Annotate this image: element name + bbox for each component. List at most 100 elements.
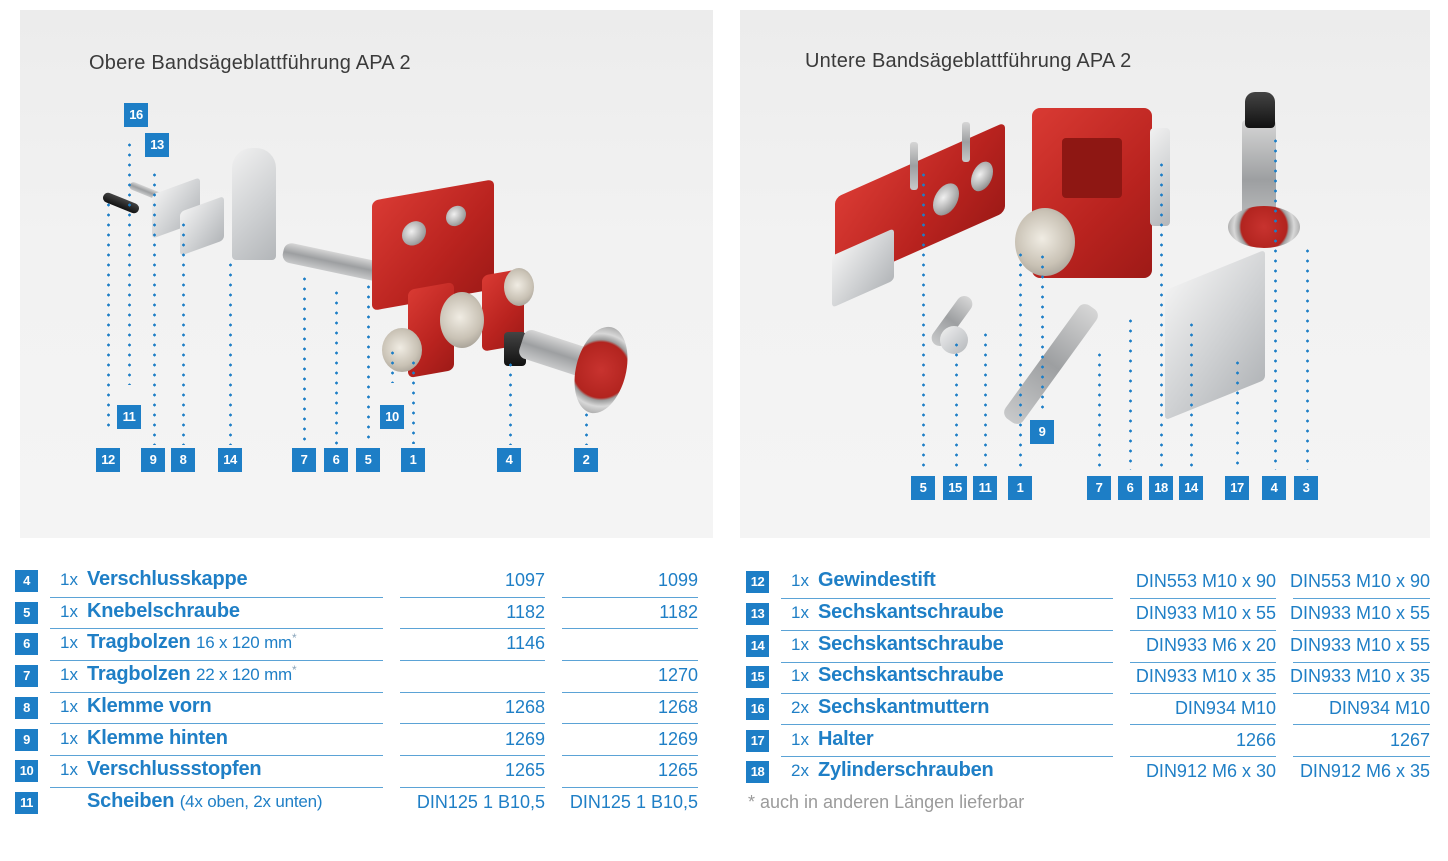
rear-roller-shape [504,268,534,306]
row-divider [1293,724,1430,725]
callout-tag-1: 1 [401,448,425,472]
part-code-lower: 1267 [1389,730,1430,750]
part-number-badge: 4 [15,570,38,592]
leader-line-9-lower [1041,252,1044,414]
wing-screw-1-shape [910,142,918,190]
part-code-upper: 1269 [504,729,545,749]
row-divider [781,630,1113,631]
leader-line-2 [585,410,588,445]
part-code-upper: 1146 [506,633,545,653]
row-divider [1130,724,1276,725]
leader-line-17-lower [1236,358,1239,470]
part-code-lower: 1182 [659,602,698,622]
wing-screw-2-shape [962,122,970,162]
part-number-badge: 9 [15,729,38,751]
black-knob-shape [1245,92,1275,128]
part-number-badge: 17 [746,730,769,752]
row-divider [400,787,545,788]
part-quantity: 1x [791,571,809,590]
part-quantity: 2x [791,698,809,717]
row-divider [1130,598,1276,599]
row-divider [400,723,545,724]
part-quantity: 1x [791,603,809,622]
row-divider [50,628,383,629]
row-divider [781,662,1113,663]
row-divider [50,787,383,788]
part-number-badge: 5 [15,602,38,624]
row-divider [781,598,1113,599]
leader-line-11-lower [984,330,987,470]
holder-arm-shape [232,148,276,260]
part-name: Klemme vorn [87,695,212,717]
part-name: Sechskantschraube [818,601,1004,623]
hex-head-shape [940,326,968,354]
callout-tag-14: 14 [218,448,242,472]
callout-tag-6: 6 [324,448,348,472]
leader-line-12 [107,200,110,430]
part-quantity: 1x [60,633,78,652]
leader-line-4-lower [1274,136,1277,470]
leader-line-3-lower [1306,246,1309,470]
part-quantity: 1x [60,602,78,621]
callout-tag-10: 10 [380,405,404,429]
part-code-lower: 1270 [657,665,698,685]
part-code-lower: DIN933 M10 x 55 [1290,635,1431,655]
part-number-badge: 11 [15,792,38,814]
part-quantity: 1x [60,729,78,748]
leader-line-5-lower [922,170,925,470]
callout-tag-12: 12 [96,448,120,472]
part-number-badge: 7 [15,665,38,687]
part-code-lower: DIN125 1 B10,5 [569,792,698,812]
row-divider [781,756,1113,757]
part-quantity: 1x [791,635,809,654]
leader-line-18-lower [1160,160,1163,470]
row-divider [400,692,545,693]
callout-tag-11: 11 [117,405,141,429]
row-divider [1130,630,1276,631]
part-code-upper: 1097 [504,570,545,590]
part-quantity: 1x [60,697,78,716]
part-name: Sechskantschraube [818,633,1004,655]
row-divider [400,628,545,629]
leader-line-8 [182,220,185,445]
leader-line-7 [303,274,306,444]
part-number-badge: 15 [746,666,769,688]
part-name: Zylinderschrauben [818,759,994,781]
part-name: Tragbolzen 22 x 120 mm* [87,663,297,685]
row-divider [562,723,698,724]
callout-tag-4: 4 [497,448,521,472]
part-quantity: 1x [60,760,78,779]
leader-line-7-lower [1098,350,1101,470]
leader-line-9 [153,170,156,445]
callout-tag-9: 9 [141,448,165,472]
front-roller-shape [382,328,422,372]
part-number-badge: 14 [746,635,769,657]
part-code-lower: 1268 [657,697,698,717]
part-name: Halter [818,728,874,750]
part-number-badge: 12 [746,571,769,593]
leader-line-6 [335,288,338,445]
part-name: Scheiben (4x oben, 2x unten) [87,790,323,812]
part-quantity: 2x [791,761,809,780]
part-code-lower: DIN934 M10 [1328,698,1430,718]
part-code-upper: 1268 [504,697,545,717]
leader-line-5 [367,282,370,445]
part-name: Verschlussstopfen [87,758,262,780]
row-divider [50,660,383,661]
part-code-upper: DIN933 M10 x 55 [1135,603,1276,623]
part-code-lower: 1269 [657,729,698,749]
callout-tag-11-lower: 11 [973,476,997,500]
upper-guide-image-panel: Obere Bandsägeblattführung APA 2 16 13 1… [20,10,713,538]
part-code-upper: DIN933 M6 x 20 [1145,635,1276,655]
part-code-lower: 1265 [657,760,698,780]
part-number-badge: 6 [15,633,38,655]
part-code-lower: DIN933 M10 x 55 [1290,603,1431,623]
part-number-badge: 8 [15,697,38,719]
part-code-upper: DIN934 M10 [1174,698,1276,718]
row-divider [781,724,1113,725]
callout-tag-5-lower: 5 [911,476,935,500]
row-divider [562,692,698,693]
part-code-upper: DIN553 M10 x 90 [1135,571,1276,591]
callout-tag-6-lower: 6 [1118,476,1142,500]
part-name: Knebelschraube [87,600,240,622]
